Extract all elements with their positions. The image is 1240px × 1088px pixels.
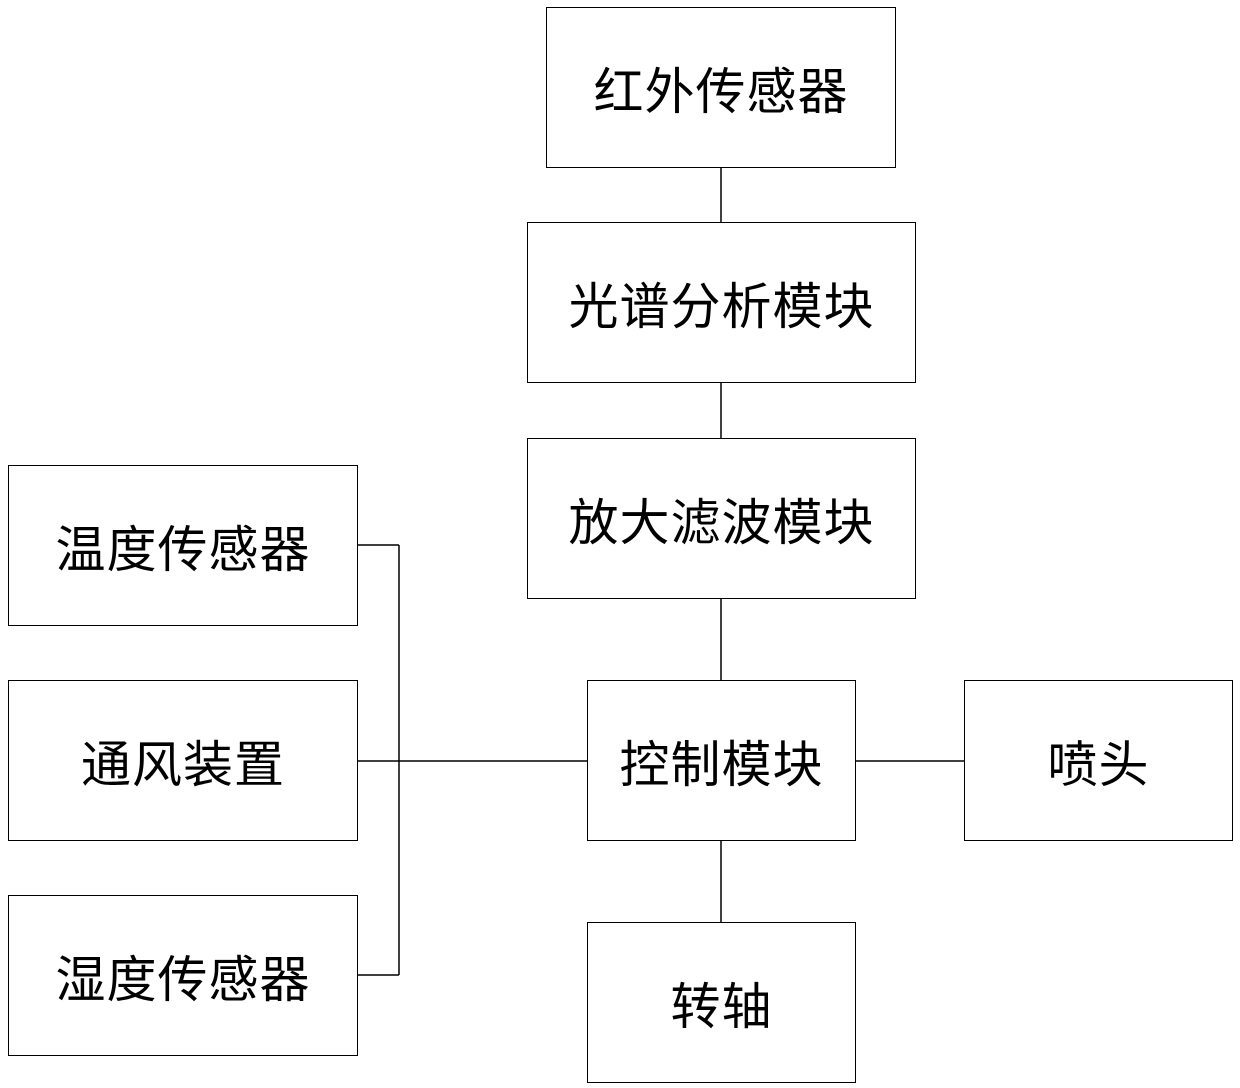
temperature-sensor-node: 温度传感器 [8,465,358,626]
spectral-analysis-node: 光谱分析模块 [527,222,916,383]
temperature-sensor-label: 温度传感器 [56,510,311,582]
control-module-label: 控制模块 [620,725,824,797]
nozzle-label: 喷头 [1048,725,1150,797]
rotating-shaft-label: 转轴 [671,967,773,1039]
infrared-sensor-node: 红外传感器 [546,7,896,168]
control-module-node: 控制模块 [587,680,856,841]
humidity-sensor-node: 湿度传感器 [8,895,358,1056]
spectral-analysis-label: 光谱分析模块 [569,267,875,339]
rotating-shaft-node: 转轴 [587,922,856,1083]
humidity-sensor-label: 湿度传感器 [56,940,311,1012]
amplify-filter-node: 放大滤波模块 [527,438,916,599]
amplify-filter-label: 放大滤波模块 [569,483,875,555]
nozzle-node: 喷头 [964,680,1233,841]
ventilation-node: 通风装置 [8,680,358,841]
infrared-sensor-label: 红外传感器 [594,52,849,124]
ventilation-label: 通风装置 [81,725,285,797]
